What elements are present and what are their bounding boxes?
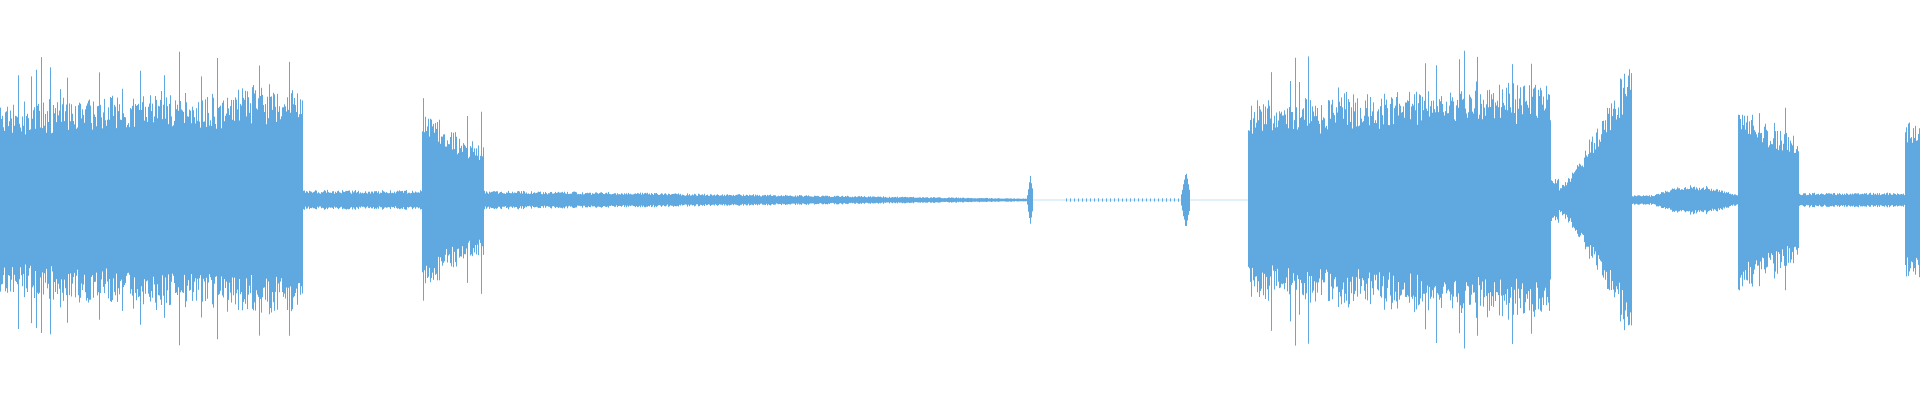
waveform-segment-dense [1905, 122, 1920, 278]
waveform-segment-sustain [303, 189, 422, 210]
waveform-segment-sustain [1799, 192, 1905, 208]
waveform-segment-fade [484, 190, 1027, 210]
waveform-segment-swell [1559, 69, 1632, 331]
waveform-segment-dense [0, 51, 303, 346]
waveform-segment-click [1181, 173, 1190, 226]
waveform-segment-dense [1738, 107, 1799, 291]
waveform-segment-sustain [1551, 178, 1559, 223]
waveform-lines [0, 50, 1920, 349]
waveform-segment-dots [1066, 198, 1179, 202]
waveform-segment-sustain [1632, 195, 1651, 205]
waveform-segment-click [1027, 175, 1033, 224]
waveform-segment-dense [1248, 50, 1551, 349]
waveform-segment-dense [422, 98, 484, 301]
waveform-segment-bulge [1651, 185, 1738, 215]
